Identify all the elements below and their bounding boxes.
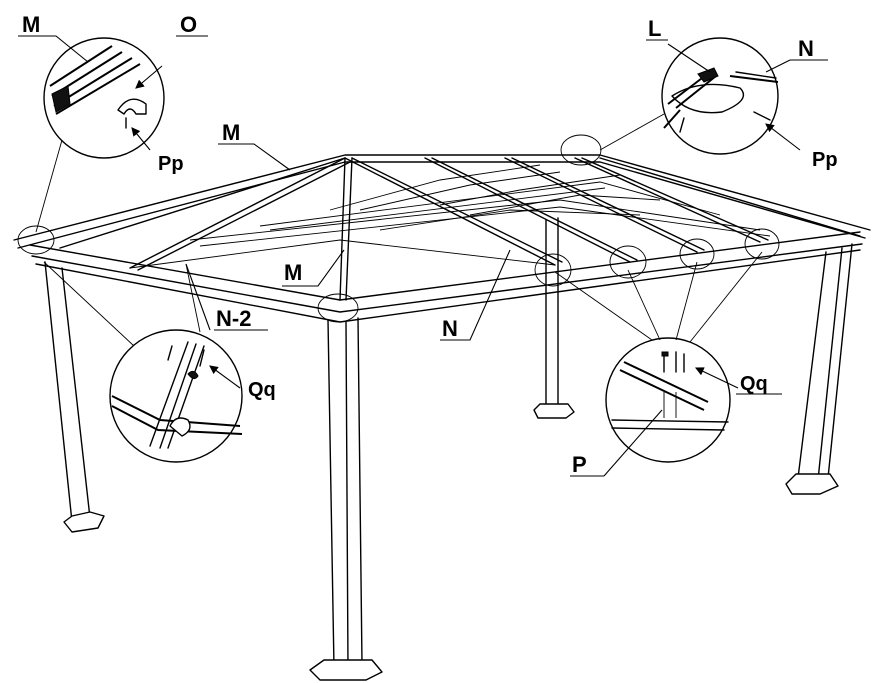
label-qq-left: Qq — [248, 379, 276, 401]
post-back-center — [533, 217, 575, 419]
callout-labels: M O Pp M M L N Pp N-2 Qq N Qq P — [22, 12, 838, 477]
post-front-center — [309, 317, 383, 681]
detail-circle-top-left — [35, 37, 165, 233]
glazing-bars — [59, 157, 771, 269]
label-m-detail: M — [22, 12, 40, 37]
label-pp-right: Pp — [812, 149, 838, 171]
label-n2-detail: N-2 — [216, 306, 251, 331]
label-leaders — [18, 35, 828, 477]
label-n-detail: N — [798, 36, 814, 61]
label-n-roof: N — [442, 316, 458, 341]
label-m-roof-center: M — [284, 260, 302, 285]
label-qq-right: Qq — [740, 373, 768, 395]
detail-circle-bottom-left — [43, 261, 243, 463]
detail-circle-top-right — [599, 37, 801, 155]
post-right — [785, 243, 853, 495]
post-front-left — [44, 261, 105, 533]
label-pp-left: Pp — [158, 153, 184, 175]
label-o-detail: O — [180, 12, 197, 37]
joint-callout-circles — [17, 134, 780, 323]
hip-rafters — [129, 157, 861, 301]
detail-circle-bottom-right — [554, 251, 763, 477]
label-p-detail: P — [572, 452, 587, 477]
label-l-detail: L — [648, 16, 661, 41]
posts — [44, 217, 853, 681]
label-m-roof-upper: M — [222, 120, 240, 145]
roof-frame — [13, 134, 871, 323]
